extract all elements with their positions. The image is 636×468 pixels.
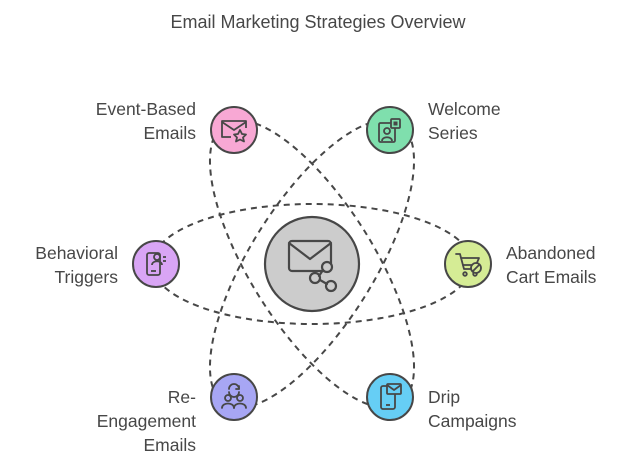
label-drip-campaigns: Drip Campaigns bbox=[428, 385, 517, 433]
label-line: Drip bbox=[428, 387, 461, 407]
node-drip-campaigns bbox=[366, 373, 414, 421]
label-behavioral-triggers: Behavioral Triggers bbox=[35, 241, 118, 289]
label-line: Campaigns bbox=[428, 411, 517, 431]
label-event-based-emails: Event-Based Emails bbox=[96, 97, 196, 145]
label-abandoned-cart-emails: Abandoned Cart Emails bbox=[506, 241, 596, 289]
node-behavioral-triggers bbox=[132, 240, 180, 288]
label-line: Event-Based bbox=[95, 99, 196, 119]
node-welcome-series bbox=[366, 106, 414, 154]
email-share-icon bbox=[287, 239, 338, 293]
label-line: Emails bbox=[143, 123, 196, 143]
node-re-engagement-emails bbox=[210, 373, 258, 421]
mobile-mail-icon bbox=[380, 383, 402, 410]
mobile-user-icon bbox=[146, 252, 166, 276]
label-line: Engagement bbox=[96, 411, 196, 431]
envelope-star-icon bbox=[221, 120, 247, 143]
label-line: Welcome bbox=[428, 99, 501, 119]
diagram-title: Email Marketing Strategies Overview bbox=[170, 12, 466, 32]
center-node bbox=[263, 215, 361, 313]
node-event-based-emails bbox=[210, 106, 258, 154]
label-line: Re- bbox=[167, 387, 196, 407]
label-welcome-series: Welcome Series bbox=[428, 97, 501, 145]
label-line: Abandoned bbox=[506, 243, 596, 263]
label-line: Cart Emails bbox=[506, 267, 597, 287]
label-line: Triggers bbox=[54, 267, 118, 287]
label-line: Series bbox=[428, 123, 478, 143]
users-refresh-icon bbox=[221, 383, 247, 409]
label-re-engagement-emails: Re- Engagement Emails bbox=[97, 385, 196, 457]
label-line: Behavioral bbox=[35, 243, 118, 263]
welcome-badge-icon bbox=[378, 118, 401, 143]
node-abandoned-cart-emails bbox=[444, 240, 492, 288]
label-line: Emails bbox=[143, 435, 196, 455]
cart-cancel-icon bbox=[455, 253, 482, 277]
